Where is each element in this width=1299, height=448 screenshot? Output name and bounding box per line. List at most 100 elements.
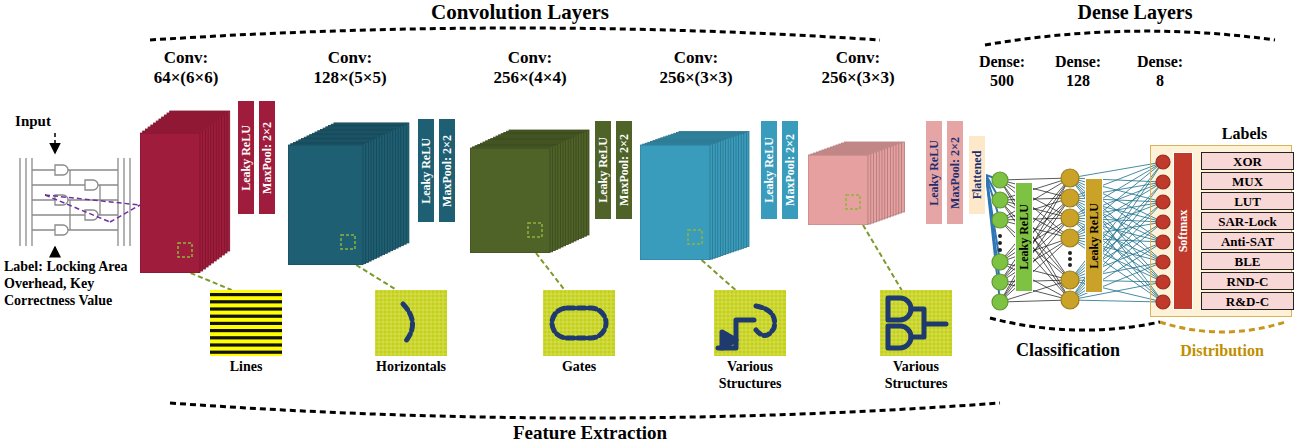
leader-line <box>191 273 232 290</box>
neuron <box>1061 189 1079 207</box>
layer-bar: Flattened <box>968 135 986 215</box>
section-title: Feature Extraction <box>513 422 667 445</box>
line-stroke <box>210 336 282 339</box>
dense-connection <box>1000 280 1070 302</box>
grid-line <box>375 350 447 351</box>
class-label-box: BLE <box>1201 252 1294 270</box>
class-label: LUT <box>1202 195 1293 208</box>
feature-map: Lines <box>210 290 282 356</box>
grid-line <box>880 306 952 307</box>
dense-connection <box>1000 198 1070 220</box>
group-bracket <box>1160 322 1285 332</box>
class-label: BLE <box>1202 255 1293 268</box>
grid-line <box>375 346 447 347</box>
feature-caption: Various Structures <box>862 359 970 393</box>
grid-line <box>375 302 447 303</box>
grid-line <box>375 354 447 355</box>
grid-line <box>375 310 447 311</box>
grid-line <box>880 314 952 315</box>
neuron <box>992 192 1008 208</box>
grid-line <box>714 310 786 311</box>
neuron <box>1061 229 1079 247</box>
line-stroke <box>210 322 282 325</box>
grid-line <box>880 342 952 343</box>
layer-name: MaxPool: 2×2 <box>949 137 961 209</box>
grid-line <box>714 314 786 315</box>
conv-layer-stack: Conv: 256×(3×3) <box>808 140 908 225</box>
class-label: SAR-Lock <box>1202 215 1293 228</box>
grid-line <box>714 306 786 307</box>
leader-line <box>863 225 902 290</box>
receptive-field <box>846 195 860 209</box>
layer-name: Leaky ReLU <box>1018 204 1030 270</box>
class-label-box: XOR <box>1201 152 1294 170</box>
layer-name: Leaky ReLU <box>420 138 432 204</box>
layer-bar: Leaky ReLU <box>1015 182 1033 292</box>
section-title: Dense Layers <box>1078 0 1193 24</box>
line-stroke <box>210 351 282 354</box>
grid-line <box>543 342 615 343</box>
neuron <box>1061 291 1079 309</box>
group-bracket <box>150 28 1275 418</box>
layer-stack-art <box>140 108 232 273</box>
labels-panel: SoftmaxXORMUXLUTSAR-LockAnti-SATBLERND-C… <box>1150 145 1292 317</box>
feature-ground <box>880 290 952 356</box>
layer-name: Leaky ReLU <box>240 125 252 191</box>
panel-heading: Labels <box>1201 124 1288 143</box>
neuron <box>1061 271 1079 289</box>
section-title: Distribution <box>1180 341 1264 360</box>
neuron <box>992 172 1008 310</box>
feature-image <box>543 290 615 356</box>
dense-connection <box>1000 300 1070 302</box>
feature-sketch <box>403 304 413 342</box>
feature-map: Various Structures <box>714 290 786 356</box>
feature-map: Various Structures <box>880 290 952 356</box>
class-label: RND-C <box>1202 275 1293 288</box>
neuron <box>1156 155 1170 169</box>
conv-layer-stack: Conv: 256×(3×3) <box>640 130 752 260</box>
grid-line <box>714 298 786 299</box>
grid-line <box>714 354 786 355</box>
input-leader <box>45 195 140 222</box>
dense-connection <box>1000 198 1070 302</box>
dense-connection <box>1000 262 1070 300</box>
feature-caption: Various Structures <box>696 359 804 393</box>
dashed-arrow <box>54 133 56 153</box>
grid-line <box>543 294 615 295</box>
line-stroke <box>210 329 282 332</box>
class-label-box: RND-C <box>1201 272 1294 290</box>
group-bracket <box>150 28 880 40</box>
grid-line <box>880 302 952 303</box>
layer-label: Conv: 128×(5×5) <box>295 48 405 89</box>
grid-line <box>543 290 615 291</box>
neuron <box>1061 169 1079 187</box>
receptive-field <box>688 230 702 244</box>
neuron <box>1156 295 1170 309</box>
class-label-box: MUX <box>1201 172 1294 190</box>
class-label: MUX <box>1202 175 1293 188</box>
layer-label: Conv: 64×(6×6) <box>131 48 241 89</box>
neuron <box>992 294 1008 310</box>
ellipsis-dots <box>1068 251 1072 255</box>
dense-connection <box>1000 178 1070 180</box>
layer-name: Flattened <box>971 151 983 200</box>
dashed-arrow <box>54 133 56 257</box>
layer-name: MaxPool: 2×2 <box>784 134 796 206</box>
layer-name: MaxPool: 2×2 <box>441 135 453 207</box>
feature-ground <box>543 290 615 356</box>
dense-connection <box>1000 262 1070 280</box>
layer-name: Leaky ReLU <box>928 140 940 206</box>
grid-line <box>880 354 952 355</box>
layer-bar: MaxPool: 2×2 <box>781 120 799 220</box>
layer-bar: MaxPool: 2×2 <box>615 120 633 220</box>
dense-connection <box>1000 218 1070 302</box>
layer-label: Conv: 256×(4×4) <box>475 48 585 89</box>
neuron <box>992 172 1008 188</box>
grid-line <box>714 290 786 291</box>
ellipsis-dots <box>998 234 1002 252</box>
grid-line <box>880 294 952 295</box>
feature-map: Horizontals <box>375 290 447 356</box>
dashed-arrow <box>54 247 56 257</box>
leader-line <box>356 265 396 290</box>
